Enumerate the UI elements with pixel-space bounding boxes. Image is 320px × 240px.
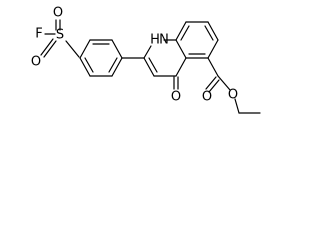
sulfonyl-oxygen-top-label: O <box>53 6 63 21</box>
benzo-inner-bond <box>204 25 214 41</box>
ester-carbonyl-oxygen-label: O <box>202 90 212 105</box>
ester-carbonyl-bond-1 <box>205 76 217 90</box>
sulfur-atom-label: S <box>56 28 64 43</box>
phenyl-bond <box>111 39 123 59</box>
s-o-left-bond-2 <box>43 40 57 58</box>
fluorine-atom-label: F <box>35 27 42 42</box>
phenyl-bond <box>79 39 91 59</box>
ring-nitrogen-label: N <box>159 33 169 48</box>
benzo-bond <box>207 39 219 59</box>
ester-carbonyl-bond-2 <box>208 79 220 93</box>
c2-n1-bond <box>143 45 152 59</box>
s-phenyl-bond <box>65 40 80 58</box>
ring-ester-bond <box>207 57 219 77</box>
c8a-c4a-bond <box>175 39 187 59</box>
phenyl-inner-bond <box>84 57 94 73</box>
benzo-bond <box>175 21 187 41</box>
ketone-oxygen-label: O <box>171 90 181 105</box>
chemical-structure-diagram: F S O O N H O O O <box>31 6 261 114</box>
c3-c2-bond <box>143 57 155 77</box>
phenyl-bond <box>79 57 91 77</box>
phenyl-inner-bond <box>108 57 118 73</box>
ring-nitrogen-hydrogen-label: H <box>150 33 160 48</box>
benzo-bond <box>207 21 219 41</box>
sulfonyl-oxygen-left-label: O <box>31 55 41 70</box>
c4a-c4-bond <box>175 57 187 77</box>
ester-ether-oxygen-label: O <box>228 88 238 103</box>
phenyl-bond <box>111 57 123 77</box>
ether-ethyl-bond <box>234 98 240 114</box>
c3-c2-inner-bond <box>148 57 158 73</box>
ester-ether-bond <box>217 75 231 91</box>
s-o-left-bond-1 <box>40 38 54 56</box>
benzo-inner-bond <box>180 25 190 41</box>
